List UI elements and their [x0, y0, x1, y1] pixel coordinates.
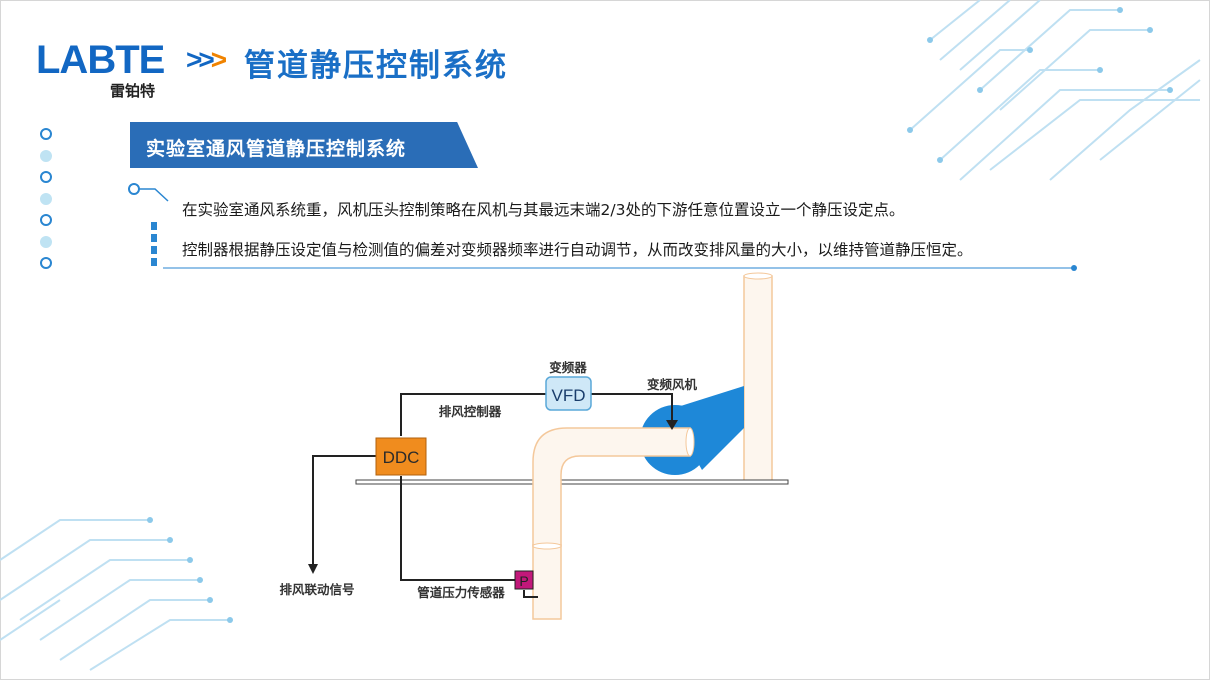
page-title: 管道静压控制系统 [244, 48, 508, 84]
controller-caption: 排风控制器 [439, 404, 502, 419]
duct-break [532, 542, 562, 550]
description-block: 在实验室通风系统重，风机压头控制策略在风机与其最远末端2/3处的下游任意位置设立… [182, 200, 973, 280]
duct-end [685, 427, 695, 457]
fan-arrow-icon [666, 420, 678, 430]
sensor-label: P [519, 573, 528, 589]
ddc-box [375, 437, 427, 476]
brand-logo: LABTE 雷铂特 [36, 20, 168, 104]
fan-caption: 变频风机 [647, 377, 698, 392]
vfd-caption: 变频器 [549, 360, 587, 375]
control-wiring [312, 393, 673, 598]
vfd-label: VFD [552, 386, 586, 405]
logo-wordmark: LABTE [36, 38, 165, 82]
duct-lower [532, 544, 562, 620]
vfd-box [545, 376, 592, 411]
sensor-caption: 管道压力传感器 [417, 585, 505, 600]
section-title: 实验室通风管道静压控制系统 [146, 138, 407, 160]
side-dot-decoration [40, 128, 54, 279]
pressure-sensor [514, 570, 534, 590]
duct-elbow [532, 427, 691, 547]
signal-arrow-icon [308, 564, 318, 574]
exhaust-stack [743, 275, 773, 483]
stack-top [743, 272, 773, 280]
section-banner: 实验室通风管道静压控制系统 [130, 122, 478, 168]
ddc-label: DDC [383, 448, 420, 467]
roof-line [355, 479, 789, 485]
signal-caption: 排风联动信号 [279, 582, 354, 597]
logo-subtitle: 雷铂特 [110, 82, 156, 100]
description-line: 控制器根据静压设定值与检测值的偏差对变频器频率进行自动调节，从而改变排风量的大小… [182, 241, 973, 259]
description-line: 在实验室通风系统重，风机压头控制策略在风机与其最远末端2/3处的下游任意位置设立… [182, 201, 905, 219]
